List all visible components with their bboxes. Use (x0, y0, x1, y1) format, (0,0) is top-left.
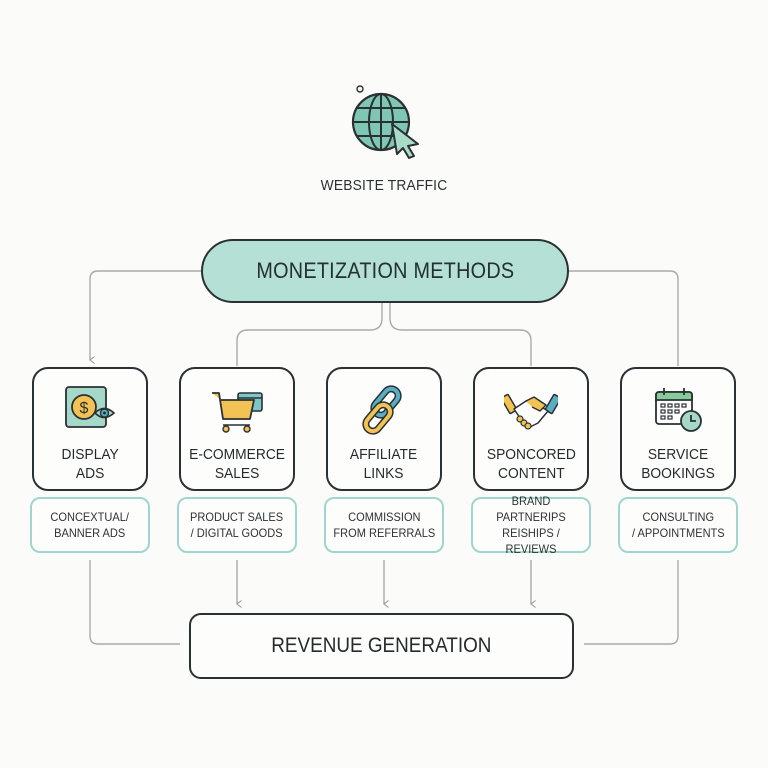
connector-display-to-revenue (89, 560, 180, 645)
method-card-sponsored-content: SPONCORED CONTENT (473, 367, 589, 491)
handshake-icon (500, 383, 562, 437)
detail-box-sponsored-content: BRAND PARTNERIPS REISHIPS / REVIEWS (471, 494, 591, 556)
method-card-ecommerce-sales: E-COMMERCE SALES (179, 367, 295, 491)
connector-hub-to-service-bookings (569, 270, 679, 366)
detail-box-display-ads: CONCEXTUAL/ BANNER ADS (30, 497, 150, 553)
chain-link-icon (357, 383, 411, 437)
connector-hub-to-ecommerce (236, 303, 383, 366)
method-card-affiliate-links: AFFILIATE LINKS (326, 367, 442, 491)
detail-box-ecommerce-sales: PRODUCT SALES / DIGITAL GOODS (177, 497, 297, 553)
revenue-generation-label: REVENUE GENERATION (271, 634, 492, 657)
calendar-clock-icon (651, 383, 705, 437)
detail-text: CONCEXTUAL/ BANNER ADS (50, 510, 130, 540)
connector-hub-to-sponsored (389, 303, 532, 366)
revenue-generation-node: REVENUE GENERATION (189, 613, 574, 679)
monetization-methods-label: MONETIZATION METHODS (255, 258, 515, 283)
detail-text: COMMISSION FROM REFERRALS (333, 510, 435, 540)
monetization-methods-node: MONETIZATION METHODS (201, 239, 569, 303)
shopping-cart-icon (210, 383, 264, 437)
detail-text: CONSULTING / APPOINTMENTS (631, 510, 725, 540)
method-card-display-ads: $ DISPLAY ADS (32, 367, 148, 491)
detail-text: BRAND PARTNERIPS REISHIPS / REVIEWS (496, 494, 566, 556)
globe-cursor-icon (348, 84, 424, 160)
svg-text:$: $ (80, 400, 89, 417)
connector-service-to-revenue (584, 560, 679, 645)
method-title: DISPLAY ADS (61, 446, 119, 482)
method-title: AFFILIATE LINKS (350, 446, 418, 482)
detail-box-service-bookings: CONSULTING / APPOINTMENTS (618, 497, 738, 553)
dollar-eye-icon: $ (63, 383, 117, 437)
website-traffic-label: WEBSITE TRAFFIC (320, 177, 448, 194)
detail-box-affiliate-links: COMMISSION FROM REFERRALS (324, 497, 444, 553)
detail-text: PRODUCT SALES / DIGITAL GOODS (190, 510, 284, 540)
method-card-service-bookings: SERVICE BOOKINGS (620, 367, 736, 491)
method-title: SERVICE BOOKINGS (641, 446, 715, 482)
method-title: SPONCORED CONTENT (486, 446, 576, 482)
connector-hub-to-display-ads (89, 270, 201, 364)
method-title: E-COMMERCE SALES (189, 446, 285, 482)
